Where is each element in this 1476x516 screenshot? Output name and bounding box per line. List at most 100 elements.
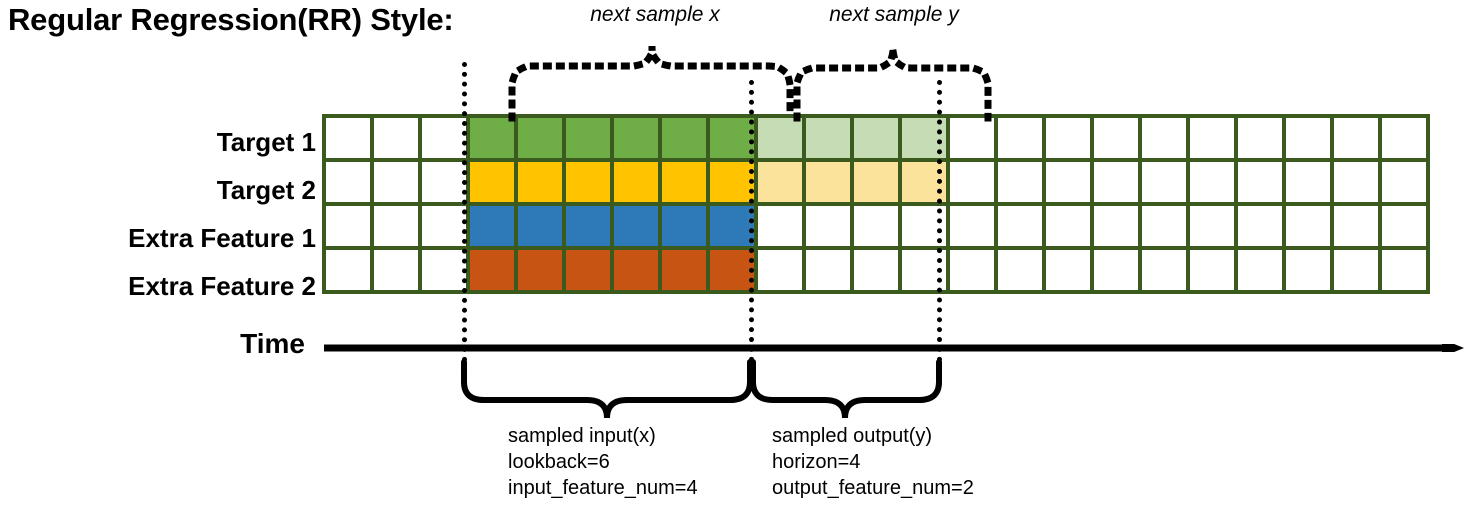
grid-cell-r1-c5 [566,162,610,202]
grid-cell-r2-c13 [950,206,994,246]
grid-cell-r2-c7 [662,206,706,246]
grid-cell-r1-c7 [662,162,706,202]
grid-cell-r0-c16 [1094,118,1138,158]
grid-cell-r3-c2 [422,250,466,290]
description-input-line2: lookback=6 [508,451,610,473]
grid-cell-r3-c15 [1046,250,1090,290]
row-label-target-2: Target 2 [216,175,316,205]
grid-cell-r3-c13 [950,250,994,290]
grid-cell-r0-c20 [1286,118,1330,158]
grid-cell-r3-c3 [470,250,514,290]
grid-row [326,250,1430,290]
grid-cell-r2-c3 [470,206,514,246]
row-label-extra-feature-2: Extra Feature 2 [128,271,316,301]
description-input-line1: sampled input(x) [508,425,656,447]
grid-cell-r1-c15 [1046,162,1090,202]
grid-cell-r3-c22 [1382,250,1426,290]
grid-cell-r0-c1 [374,118,418,158]
grid-cell-r0-c2 [422,118,466,158]
grid-cell-r3-c14 [998,250,1042,290]
grid-cell-r3-c0 [326,250,370,290]
grid-cell-r2-c22 [1382,206,1426,246]
grid-cell-r2-c21 [1334,206,1378,246]
grid-cell-r3-c11 [854,250,898,290]
grid-cell-r0-c6 [614,118,658,158]
grid-cell-r1-c10 [806,162,850,202]
brace-sampled-output [750,359,942,419]
grid-cell-r1-c11 [854,162,898,202]
grid-cell-r1-c0 [326,162,370,202]
brace-sampled-input [461,359,753,419]
grid-cell-r0-c7 [662,118,706,158]
grid-cell-r1-c6 [614,162,658,202]
row-label-extra-feature-1: Extra Feature 1 [128,223,316,253]
grid-cell-r0-c9 [758,118,802,158]
grid-cell-r1-c19 [1238,162,1282,202]
grid-cell-r1-c22 [1382,162,1426,202]
grid-cell-r1-c3 [470,162,514,202]
divider-line-horizon-end [937,80,942,372]
grid-cell-r3-c19 [1238,250,1282,290]
grid-cell-r1-c16 [1094,162,1138,202]
grid-cell-r1-c21 [1334,162,1378,202]
grid-cell-r0-c11 [854,118,898,158]
grid-row [326,162,1430,206]
grid-cell-r1-c14 [998,162,1042,202]
grid-cell-r1-c4 [518,162,562,202]
grid-cell-r3-c6 [614,250,658,290]
grid-cell-r2-c6 [614,206,658,246]
grid-row [326,118,1430,162]
grid-row [326,206,1430,250]
grid-cell-r0-c0 [326,118,370,158]
grid-cell-r3-c8 [710,250,754,290]
grid-cell-r3-c17 [1142,250,1186,290]
grid-cell-r3-c21 [1334,250,1378,290]
grid-cell-r3-c7 [662,250,706,290]
grid-cell-r1-c20 [1286,162,1330,202]
grid-cell-r3-c1 [374,250,418,290]
dotted-brace-next-sample-y [793,47,992,122]
grid-cell-r0-c8 [710,118,754,158]
grid-cell-r2-c18 [1190,206,1234,246]
grid-cell-r2-c16 [1094,206,1138,246]
grid-cell-r0-c14 [998,118,1042,158]
grid-cell-r0-c10 [806,118,850,158]
grid-cell-r1-c2 [422,162,466,202]
annotation-next-sample-y: next sample y [829,3,959,26]
grid-cell-r2-c8 [710,206,754,246]
annotation-next-sample-x: next sample x [590,3,720,26]
grid-cell-r3-c18 [1190,250,1234,290]
grid-cell-r0-c18 [1190,118,1234,158]
grid-cell-r2-c19 [1238,206,1282,246]
grid-cell-r3-c20 [1286,250,1330,290]
grid-cell-r1-c1 [374,162,418,202]
grid-cell-r0-c19 [1238,118,1282,158]
description-sampled-input: sampled input(x) lookback=6 input_featur… [508,423,698,501]
grid-cell-r2-c20 [1286,206,1330,246]
grid-cell-r3-c9 [758,250,802,290]
grid-cell-r1-c9 [758,162,802,202]
grid-cell-r0-c17 [1142,118,1186,158]
grid-cell-r2-c1 [374,206,418,246]
grid-cell-r0-c13 [950,118,994,158]
grid-cell-r1-c13 [950,162,994,202]
description-output-line2: horizon=4 [772,451,861,473]
page-title: Regular Regression(RR) Style: [8,2,454,37]
grid-cell-r1-c8 [710,162,754,202]
grid-cell-r1-c17 [1142,162,1186,202]
grid-cell-r2-c15 [1046,206,1090,246]
grid-cell-r0-c5 [566,118,610,158]
grid-cell-r3-c4 [518,250,562,290]
divider-line-lookback-start [462,62,467,372]
grid-cell-r1-c18 [1190,162,1234,202]
grid-cell-r0-c22 [1382,118,1426,158]
grid-cell-r2-c17 [1142,206,1186,246]
grid-cell-r0-c4 [518,118,562,158]
time-axis-arrow [324,344,1464,352]
description-sampled-output: sampled output(y) horizon=4 output_featu… [772,423,974,501]
grid-cell-r2-c11 [854,206,898,246]
divider-line-input-output [749,80,754,372]
grid-cell-r3-c5 [566,250,610,290]
grid-cell-r3-c16 [1094,250,1138,290]
